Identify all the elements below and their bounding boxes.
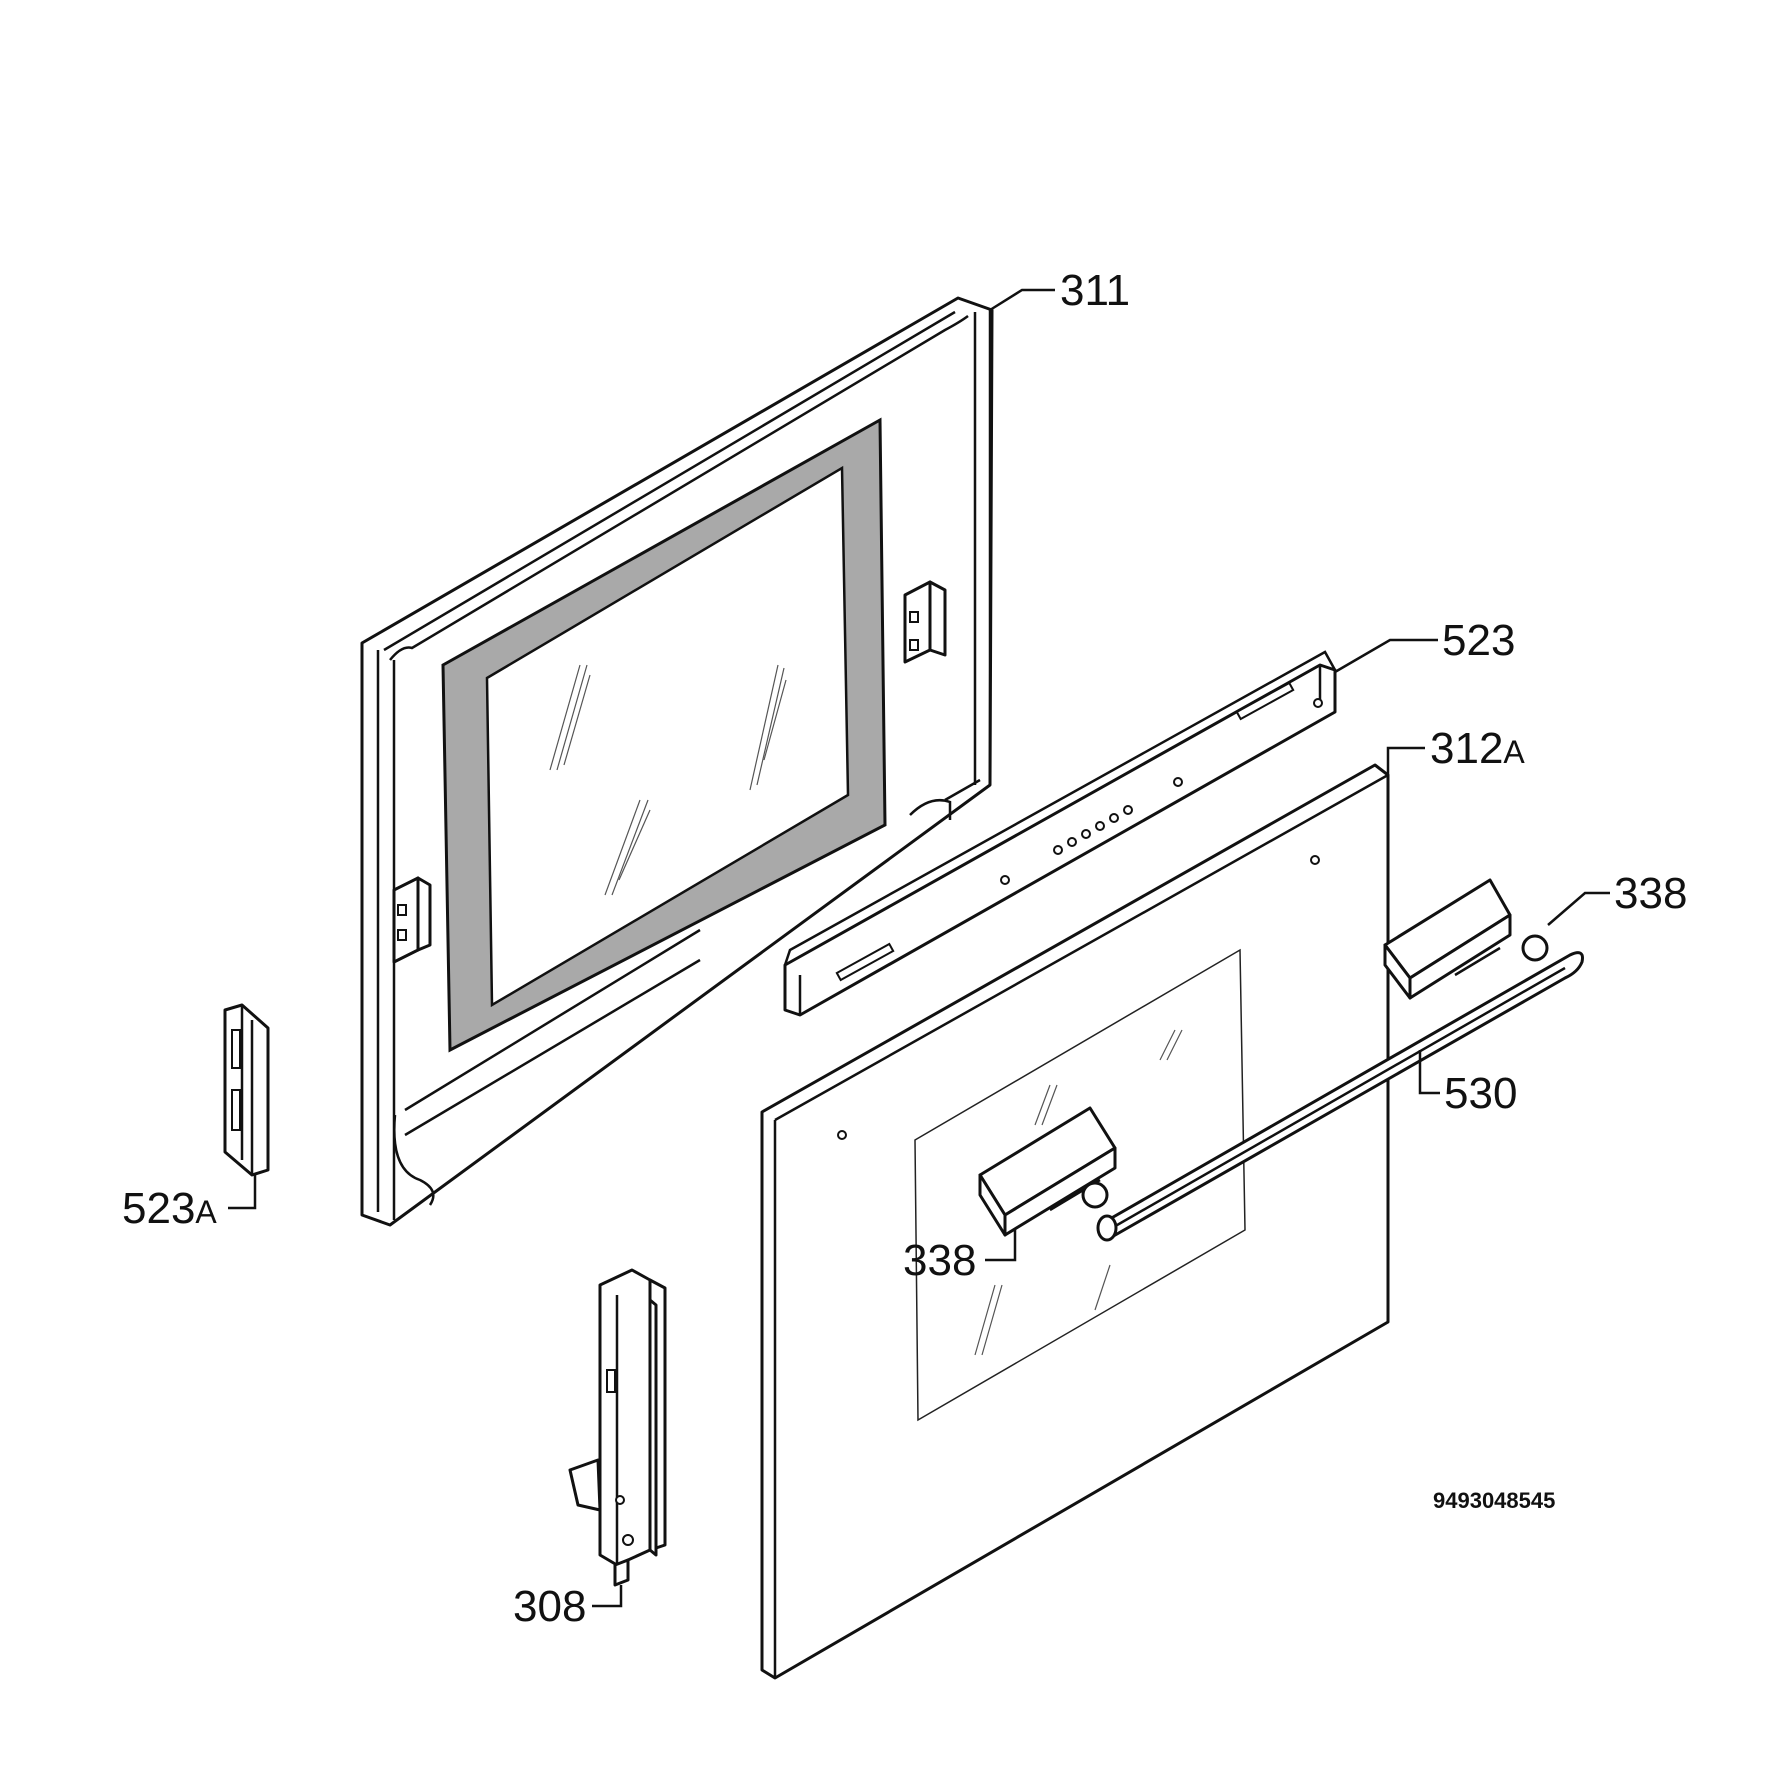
label-523A-suffix: A [195,1194,217,1230]
frame-hinge-bracket-lower [392,876,432,964]
label-311: 311 [1060,266,1130,315]
label-312A-number: 312 [1430,724,1503,773]
inner-door-gasket [441,417,887,1053]
hinge-308 [568,1268,667,1587]
outer-glass-reflection-hatching [974,1029,1183,1356]
glass-reflection-hatching [549,664,787,896]
handle-bracket-338-left [978,1106,1117,1237]
label-523A-number: 523 [122,1184,195,1233]
label-523: 523 [1442,616,1515,665]
handle-bar-530 [1096,951,1584,1242]
label-338-left: 338 [903,1236,976,1285]
outer-glass-312A [760,763,1390,1680]
frame-hinge-bracket-upper [903,580,947,664]
latch-523A [223,1003,270,1177]
label-308: 308 [513,1582,586,1631]
leader-lines [228,288,1610,1608]
label-338-right: 338 [1614,869,1687,918]
hinge-rail-523 [783,650,1337,1017]
label-523A: 523A [122,1184,217,1233]
drawing-code: 9493048545 [1433,1488,1555,1513]
label-312A: 312A [1430,724,1525,773]
label-530: 530 [1444,1069,1517,1118]
label-312A-suffix: A [1503,734,1525,770]
handle-bracket-338-right [1383,878,1549,1000]
